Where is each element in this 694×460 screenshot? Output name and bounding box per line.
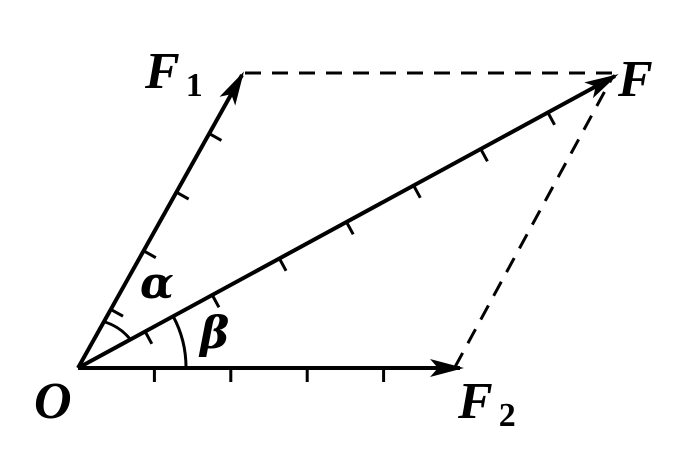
label-beta: β [198,308,229,359]
tick-f-3 [278,257,288,272]
tick-f1-1 [110,308,124,318]
tick-f-6 [479,148,489,163]
label-resultant-f: F [617,51,653,108]
angle-arc-alpha [104,320,132,340]
tick-f1-4 [208,132,223,142]
tick-f1-3 [175,190,190,201]
dashed-line-f2-to-f [453,77,614,368]
tick-marks-f2 [152,368,386,382]
tick-f-1 [143,330,154,345]
label-f1-subscript: 1 [186,67,203,104]
tick-f-4 [345,221,355,236]
tick-f-5 [412,184,422,199]
tick-f1-2 [142,249,157,259]
tick-marks-f1 [110,132,223,318]
tick-f-2 [210,294,221,309]
vector-f1 [76,71,244,369]
angle-arc-beta [171,315,188,369]
label-f2-main: F [457,373,493,430]
label-f2-subscript: 2 [499,397,516,434]
label-origin: O [34,373,72,430]
label-alpha: α [140,258,174,309]
label-f1-main: F [144,43,180,100]
tick-marks-f [143,111,556,345]
tick-f-7 [546,111,556,126]
